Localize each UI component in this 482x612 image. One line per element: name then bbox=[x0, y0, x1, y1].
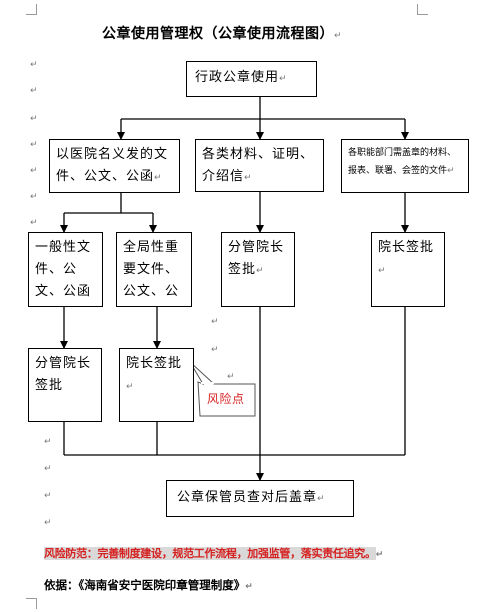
paragraph-mark: ↵ bbox=[211, 345, 219, 355]
paragraph-mark: ↵ bbox=[44, 491, 52, 501]
risk-prevention-line: 风险防范：完善制度建设，规范工作流程，加强监管，落实责任追究。↵ bbox=[44, 545, 383, 561]
paragraph-mark: ↵ bbox=[154, 173, 163, 183]
final-stamp-box: 公章保管员查对后盖章↵ bbox=[166, 480, 354, 517]
paragraph-mark: ↵ bbox=[126, 382, 135, 392]
risk-prevention-text: 风险防范：完善制度建设，规范工作流程，加强监管，落实责任追究。 bbox=[44, 547, 376, 560]
risk-point-callout: 风险点 bbox=[207, 390, 245, 407]
paragraph-mark: ↵ bbox=[447, 166, 455, 176]
paragraph-mark: ↵ bbox=[44, 437, 52, 447]
paragraph-mark: ↵ bbox=[334, 31, 342, 41]
deputy-approval-label-middle: 分管院长签批 bbox=[228, 240, 285, 277]
page-corner-top-right bbox=[417, 4, 428, 15]
branch-hospital-label: 以医院名义发的文件、公文、公函 bbox=[56, 147, 169, 184]
paragraph-mark: ↵ bbox=[256, 266, 265, 276]
paragraph-mark: ↵ bbox=[30, 86, 38, 96]
paragraph-mark: ↵ bbox=[30, 60, 38, 70]
page-corner-top-left bbox=[26, 4, 37, 15]
top-box-label: 行政公章使用 bbox=[195, 70, 280, 85]
deputy-approval-box-left: 分管院长签批 bbox=[28, 348, 102, 422]
paragraph-mark: ↵ bbox=[30, 114, 38, 124]
paragraph-mark: ↵ bbox=[378, 266, 387, 276]
president-approval-label-left: 院长签批 bbox=[126, 356, 183, 371]
paragraph-mark: ↵ bbox=[317, 494, 326, 504]
president-approval-label-right: 院长签批 bbox=[378, 240, 435, 255]
paragraph-mark: ↵ bbox=[30, 218, 38, 228]
president-approval-box-left: 院长签批 ↵ bbox=[119, 348, 194, 422]
title-line: 公章使用管理权（公章使用流程图）↵ bbox=[102, 23, 342, 43]
branch-hospital-docs: 以医院名义发的文件、公文、公函↵ bbox=[49, 139, 180, 193]
basis-text: 依据：《海南省安宁医院印章管理制度》 bbox=[44, 578, 246, 592]
page-title: 公章使用管理权（公章使用流程图） bbox=[102, 26, 334, 42]
deputy-approval-label-left: 分管院长签批 bbox=[35, 356, 92, 393]
paragraph-mark: ↵ bbox=[30, 166, 38, 176]
branch-departments: 各职能部门需盖章的材料、报表、联署、会签的文件↵ bbox=[341, 139, 469, 193]
paragraph-mark: ↵ bbox=[245, 582, 253, 592]
paragraph-mark: ↵ bbox=[279, 74, 288, 84]
general-docs-box: 一般性文件、公文、公函 bbox=[28, 232, 103, 307]
final-stamp-label: 公章保管员查对后盖章 bbox=[177, 490, 318, 505]
paragraph-mark: ↵ bbox=[44, 464, 52, 474]
general-docs-label: 一般性文件、公文、公函 bbox=[35, 240, 92, 299]
paragraph-mark: ↵ bbox=[30, 192, 38, 202]
paragraph-mark: ↵ bbox=[227, 372, 235, 382]
global-docs-box: 全局性重要文件、公文、公函 bbox=[116, 232, 192, 307]
paragraph-mark: ↵ bbox=[375, 550, 384, 560]
paragraph-mark: ↵ bbox=[30, 140, 38, 150]
paragraph-mark: ↵ bbox=[211, 317, 219, 327]
branch-materials-label: 各类材料、证明、介绍信 bbox=[202, 147, 315, 184]
risk-point-label: 风险点 bbox=[207, 392, 245, 406]
president-approval-box-right: 院长签批 ↵ bbox=[371, 232, 445, 307]
branch-materials: 各类材料、证明、介绍信↵ bbox=[195, 139, 324, 192]
page-corner-bottom-left bbox=[26, 598, 37, 609]
top-box-administrative-seal: 行政公章使用↵ bbox=[186, 61, 317, 97]
paragraph-mark: ↵ bbox=[244, 173, 253, 183]
basis-line: 依据：《海南省安宁医院印章管理制度》↵ bbox=[44, 577, 253, 593]
deputy-approval-box-middle: 分管院长签批↵ bbox=[221, 232, 295, 307]
branch-departments-label: 各职能部门需盖章的材料、报表、联署、会签的文件 bbox=[348, 148, 457, 176]
global-docs-label: 全局性重要文件、公文、公函 bbox=[123, 240, 180, 299]
paragraph-mark: ↵ bbox=[44, 518, 52, 528]
